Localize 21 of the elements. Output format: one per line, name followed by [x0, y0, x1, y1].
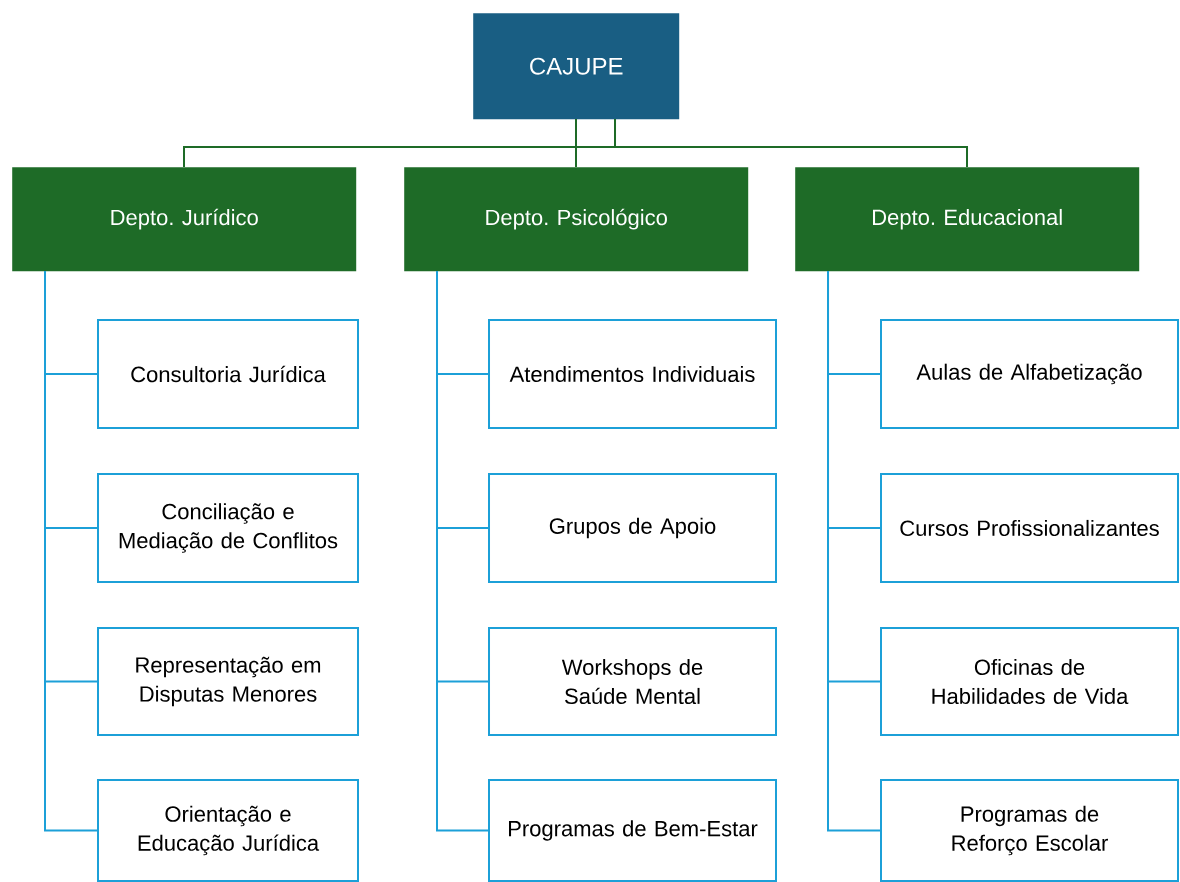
service-box: Atendimentos Individuais [488, 319, 777, 429]
connector-line [575, 118, 577, 168]
service-box: Consultoria Jurídica [97, 319, 359, 429]
service-box: Cursos Profissionalizantes [880, 473, 1179, 583]
service-box: Conciliação e Mediação de Conflitos [97, 473, 359, 583]
service-box: Aulas de Alfabetização [880, 319, 1179, 429]
department-box: Depto. Psicológico [404, 167, 749, 272]
connector-line [827, 270, 881, 832]
service-box: Oficinas de Habilidades de Vida [880, 627, 1179, 736]
connector-line [614, 118, 968, 168]
service-box: Programas de Reforço Escolar [880, 779, 1179, 882]
service-box: Representação em Disputas Menores [97, 627, 359, 736]
department-box: Depto. Jurídico [12, 167, 357, 272]
service-box: Grupos de Apoio [488, 473, 777, 583]
department-box: Depto. Educacional [795, 167, 1140, 272]
org-box: CAJUPE [473, 13, 680, 120]
service-box: Programas de Bem-Estar [488, 779, 777, 882]
connector-line [44, 270, 98, 832]
service-box: Workshops de Saúde Mental [488, 627, 777, 736]
service-box: Orientação e Educação Jurídica [97, 779, 359, 882]
connector-line [436, 270, 489, 832]
